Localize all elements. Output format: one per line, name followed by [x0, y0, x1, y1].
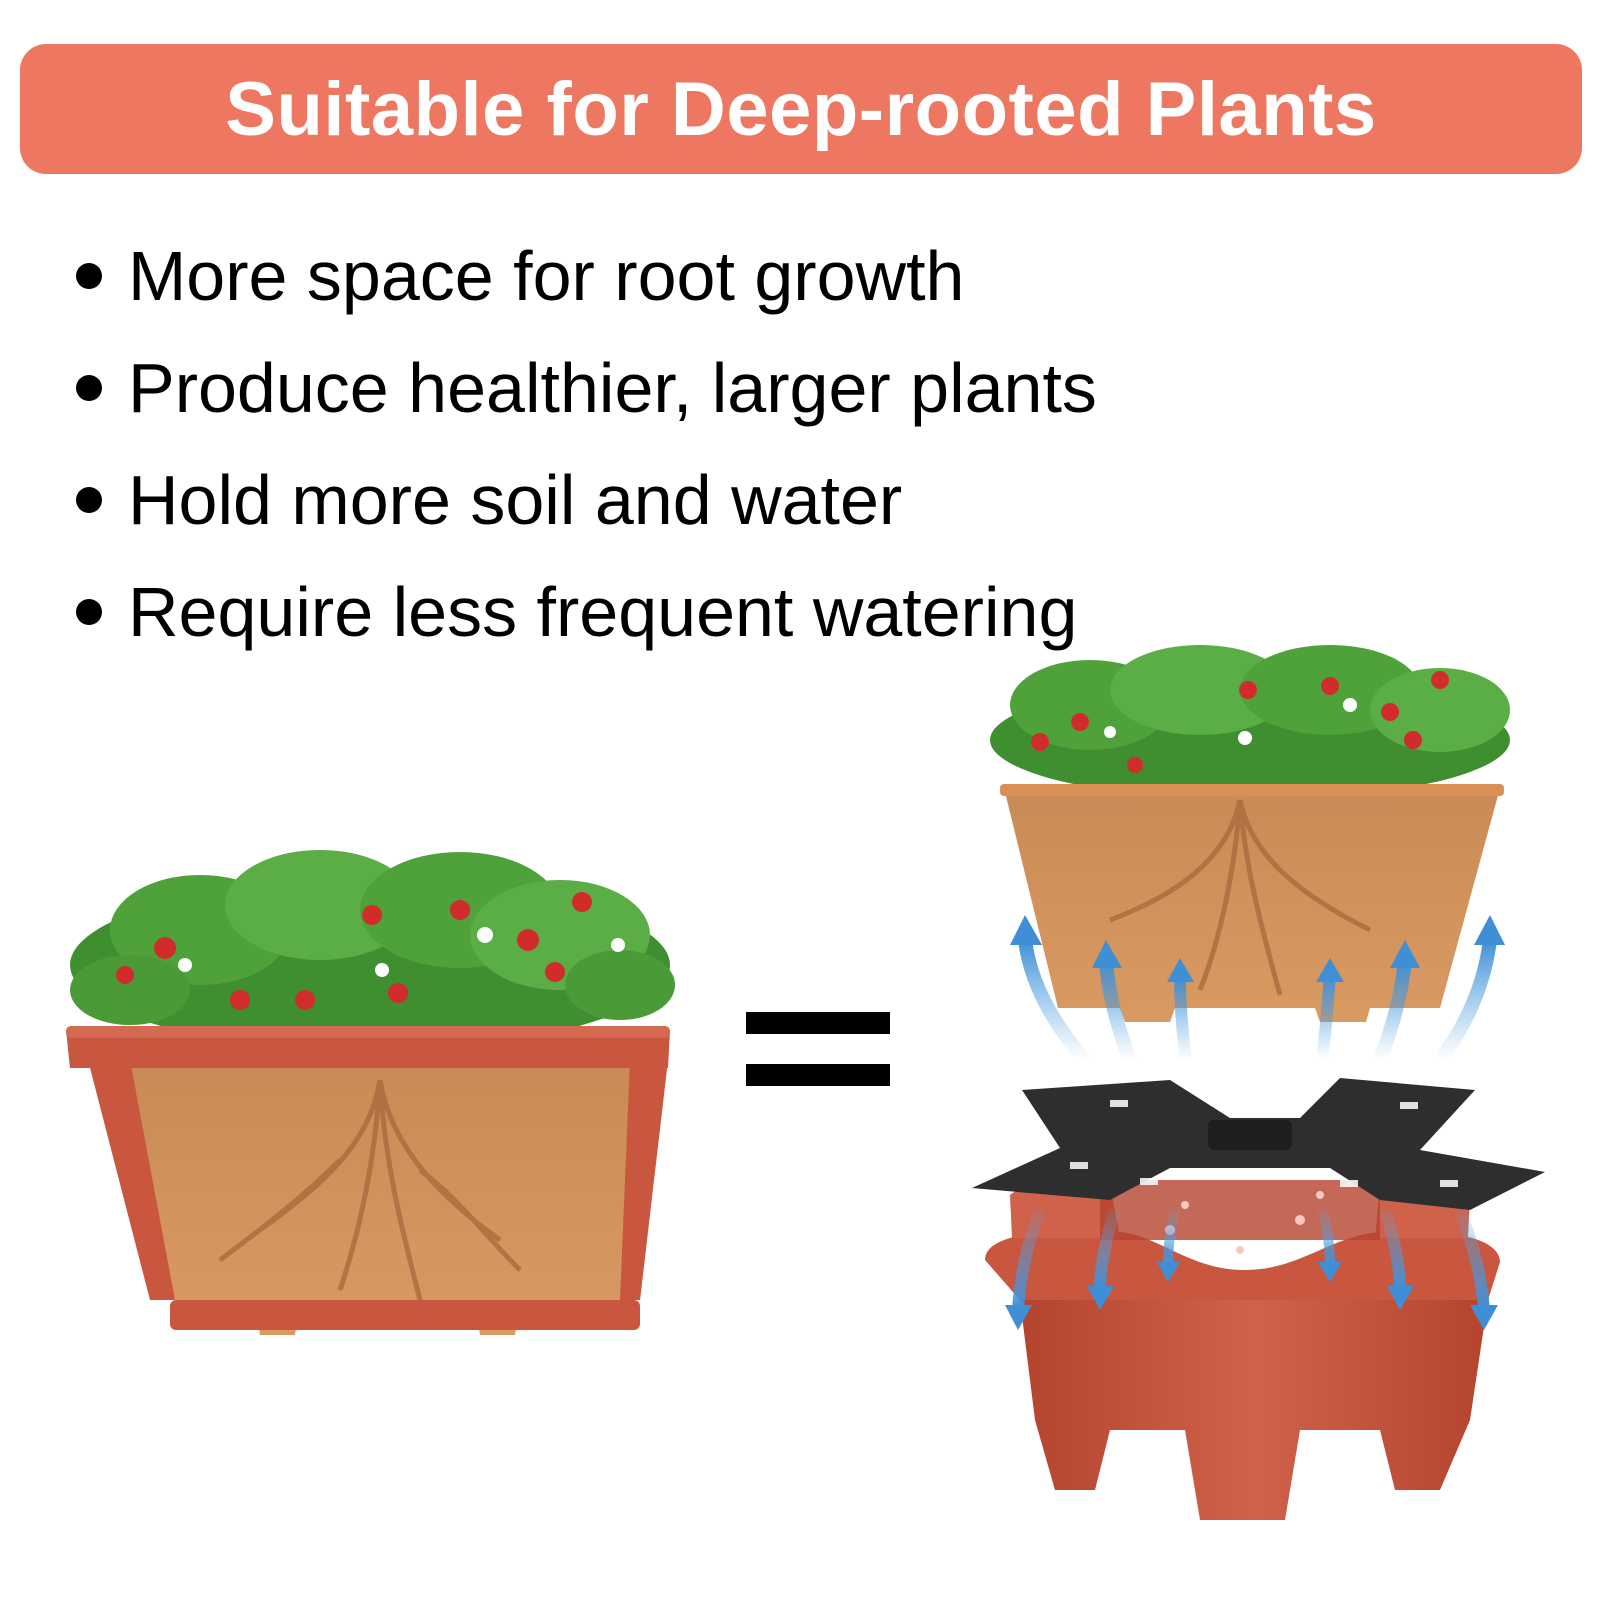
- benefit-item: Produce healthier, larger plants: [76, 332, 1097, 444]
- air-flow-arrows-icon: [1005, 915, 1505, 1330]
- benefit-item: Hold more soil and water: [76, 444, 1097, 556]
- bullet-icon: [76, 263, 102, 289]
- benefit-item: Require less frequent watering: [76, 556, 1097, 668]
- title-banner: Suitable for Deep-rooted Plants: [20, 44, 1582, 174]
- benefit-text: Produce healthier, larger plants: [128, 349, 1097, 427]
- banner-title: Suitable for Deep-rooted Plants: [225, 66, 1377, 152]
- strawberry-plant-icon: [70, 850, 675, 1050]
- benefit-text: Hold more soil and water: [128, 461, 903, 539]
- bullet-icon: [76, 375, 102, 401]
- stacked-pot-with-aeration-grid-icon: [972, 645, 1545, 1520]
- benefit-item: More space for root growth: [76, 220, 1097, 332]
- strawberry-plant-icon: [990, 645, 1510, 800]
- equals-sign-icon: [746, 1012, 890, 1086]
- bullet-icon: [76, 487, 102, 513]
- single-pot-with-strawberry-plant-icon: [66, 850, 675, 1335]
- benefits-list: More space for root growth Produce healt…: [76, 220, 1097, 668]
- aeration-grid-icon: [972, 1078, 1545, 1210]
- benefit-text: Require less frequent watering: [128, 573, 1078, 651]
- bullet-icon: [76, 599, 102, 625]
- benefit-text: More space for root growth: [128, 237, 965, 315]
